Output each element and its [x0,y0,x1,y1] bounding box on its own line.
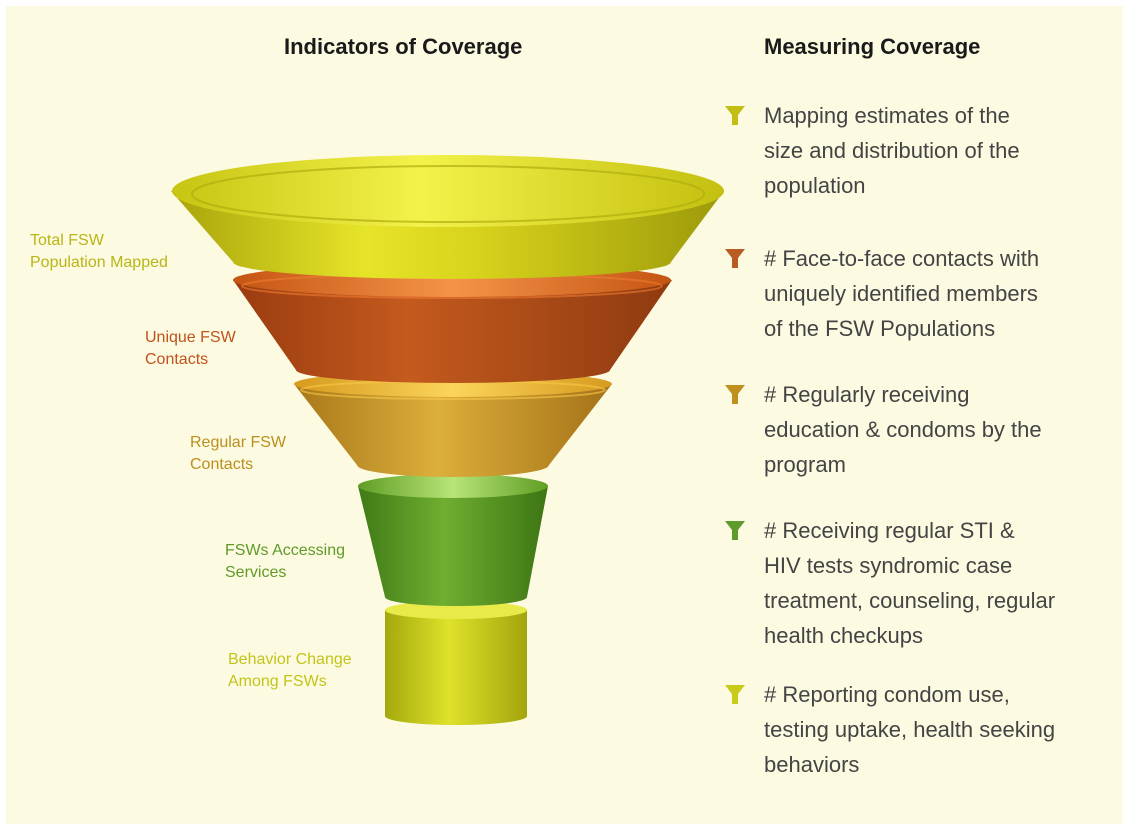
funnel-segment-total [171,155,724,279]
measure-line: Mapping estimates of the [764,103,1010,128]
label-line: Among FSWs [228,673,327,690]
measure-line: of the FSW Populations [764,316,996,341]
measure-line: testing uptake, health seeking [764,717,1056,742]
label-behavior: Behavior Change Among FSWs [228,649,352,693]
measure-text: # Regularly receiving education & condom… [764,377,1116,482]
funnel-segment-unique [233,263,672,383]
measure-line: # Reporting condom use, [764,682,1010,707]
label-line: Behavior Change [228,651,352,668]
indicators-title: Indicators of Coverage [284,34,523,59]
measure-line: # Face-to-face contacts with [764,246,1040,271]
funnel-segment-accessing [358,474,548,606]
label-line: Contacts [190,456,254,473]
label-total: Total FSW Population Mapped [30,230,168,274]
label-line: Unique FSW [145,329,236,346]
label-line: Services [225,564,287,581]
measure-line: # Regularly receiving [764,382,970,407]
funnel-bullet-icon [725,385,745,404]
measure-line: program [764,452,846,477]
label-line: Contacts [145,351,209,368]
label-line: Total FSW [30,232,104,249]
label-line: Regular FSW [190,434,287,451]
measure-line: HIV tests syndromic case [764,553,1013,578]
label-line: FSWs Accessing [225,542,346,559]
label-line: Population Mapped [30,254,168,271]
measure-text: # Receiving regular STI & HIV tests synd… [764,513,1116,653]
measure-line: education & condoms by the [764,417,1042,442]
measure-line: behaviors [764,752,860,777]
measure-text: Mapping estimates of the size and distri… [764,98,1116,203]
measure-line: # Receiving regular STI & [764,518,1015,543]
measure-line: size and distribution of the [764,138,1020,163]
measure-line: health checkups [764,623,923,648]
measure-text: # Reporting condom use, testing uptake, … [764,677,1116,782]
label-regular: Regular FSW Contacts [190,432,286,476]
measure-line: population [764,173,866,198]
funnel-bullet-icon [725,106,745,125]
measure-line: uniquely identified members [764,281,1038,306]
funnel-bullet-icon [725,249,745,268]
measure-line: treatment, counseling, regular [764,588,1056,613]
funnel-bullet-icon [725,685,745,704]
label-unique: Unique FSW Contacts [145,327,236,371]
funnel-segment-regular [294,371,612,477]
label-accessing: FSWs Accessing Services [225,540,345,584]
funnel-bullet-icon [725,521,745,540]
measuring-title: Measuring Coverage [764,34,981,59]
measure-text: # Face-to-face contacts with uniquely id… [764,241,1116,346]
funnel-segment-behavior [385,601,527,725]
